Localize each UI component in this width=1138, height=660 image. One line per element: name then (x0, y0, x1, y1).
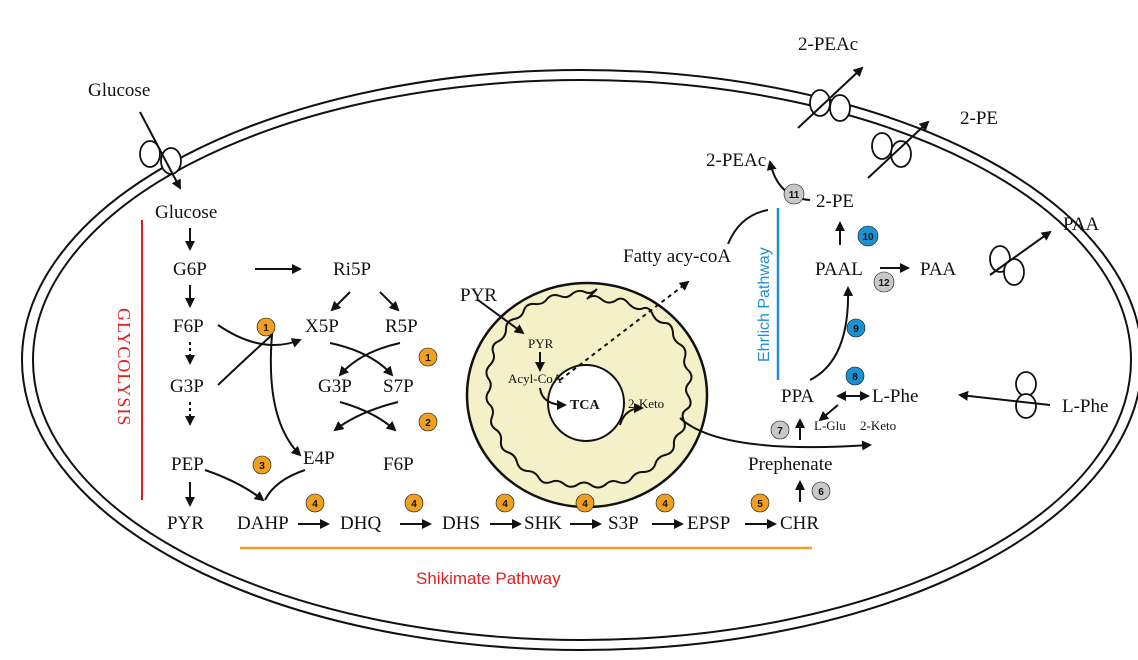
label-paa-out: PAA (1063, 214, 1100, 235)
enzyme-badge: 4 (575, 493, 595, 513)
transporter-2pe (871, 132, 912, 168)
svg-text:10: 10 (862, 232, 874, 243)
glycolysis-label: GLYCOLYSIS (114, 308, 134, 426)
label-f6p-ppp: F6P (383, 454, 414, 475)
enzyme-badges: 1 1 2 3 4 4 4 4 4 5 6 7 8 9 10 11 12 (252, 183, 895, 513)
svg-text:12: 12 (878, 278, 890, 289)
label-ppa: PPA (781, 386, 814, 407)
enzyme-badge: 12 (873, 271, 895, 293)
label-s7p: S7P (383, 376, 414, 397)
cell-membrane-inner (32, 79, 1132, 641)
label-pyr-mito: PYR (528, 336, 554, 351)
enzyme-badge: 9 (846, 318, 866, 338)
label-e4p: E4P (303, 448, 335, 469)
label-lphe-out: L-Phe (1062, 396, 1108, 417)
label-2pe-in: 2-PE (816, 191, 854, 212)
enzyme-badge: 3 (252, 455, 272, 475)
label-prephenate: Prephenate (748, 454, 832, 475)
enzyme-badge: 10 (857, 225, 879, 247)
svg-text:1: 1 (425, 353, 431, 364)
svg-text:3: 3 (259, 461, 265, 472)
label-ri5p: Ri5P (333, 259, 371, 280)
transporter-2peac (809, 89, 851, 122)
transporter-paa (989, 245, 1025, 286)
svg-text:4: 4 (312, 499, 318, 510)
enzyme-badge: 11 (783, 183, 805, 205)
label-epsp: EPSP (687, 513, 730, 534)
label-acyl-coa: Acyl-CoA (508, 371, 563, 386)
svg-text:4: 4 (582, 499, 588, 510)
label-2keto-cyt: 2-Keto (860, 418, 896, 433)
enzyme-badge: 7 (770, 420, 790, 440)
svg-text:4: 4 (662, 499, 668, 510)
enzyme-badge: 4 (655, 493, 675, 513)
enzyme-badge: 4 (305, 493, 325, 513)
label-pyr-cyt: PYR (460, 285, 497, 306)
label-paa-in: PAA (920, 259, 957, 280)
label-2keto-mito: 2-Keto (628, 396, 664, 411)
svg-text:8: 8 (852, 372, 858, 383)
svg-text:4: 4 (411, 499, 417, 510)
label-x5p: X5P (305, 316, 339, 337)
label-dahp: DAHP (237, 513, 289, 534)
label-g3p-ppp: G3P (318, 376, 352, 397)
shikimate-label: Shikimate Pathway (416, 569, 561, 588)
svg-text:9: 9 (853, 324, 859, 335)
label-lglu: L-Glu (814, 418, 846, 433)
enzyme-badge: 2 (418, 412, 438, 432)
label-paal: PAAL (815, 259, 863, 280)
label-pep: PEP (171, 454, 204, 475)
svg-text:7: 7 (777, 426, 783, 437)
label-r5p: R5P (385, 316, 418, 337)
svg-text:4: 4 (502, 499, 508, 510)
label-2peac-out: 2-PEAc (798, 34, 858, 55)
reaction-arrows (139, 66, 1052, 529)
label-g6p: G6P (173, 259, 207, 280)
cell-membrane-outer (21, 69, 1138, 651)
label-2peac-in: 2-PEAc (706, 150, 766, 171)
label-g3p: G3P (170, 376, 204, 397)
label-s3p: S3P (608, 513, 639, 534)
tca-cycle (547, 364, 625, 442)
label-pyr: PYR (167, 513, 204, 534)
enzyme-badge: 5 (750, 493, 770, 513)
svg-text:2: 2 (425, 418, 431, 429)
label-dhq: DHQ (340, 513, 381, 534)
enzyme-badge: 1 (418, 347, 438, 367)
svg-text:11: 11 (789, 190, 800, 201)
transporter-lphe (1015, 371, 1037, 419)
svg-text:5: 5 (757, 499, 763, 510)
transporter-glucose (139, 140, 182, 175)
enzyme-badge: 4 (404, 493, 424, 513)
enzyme-badge: 6 (811, 481, 831, 501)
enzyme-badge: 4 (495, 493, 515, 513)
label-chr: CHR (780, 513, 819, 534)
svg-text:6: 6 (818, 487, 824, 498)
label-lphe-in: L-Phe (872, 386, 918, 407)
label-glucose-in: Glucose (155, 202, 217, 223)
enzyme-badge: 1 (256, 317, 276, 337)
enzyme-badge: 8 (845, 366, 865, 386)
label-glucose-out: Glucose (88, 80, 150, 101)
mitochondrion-cristae (485, 288, 693, 489)
svg-text:1: 1 (263, 323, 269, 334)
label-f6p: F6P (173, 316, 204, 337)
ehrlich-label: Ehrlich Pathway (756, 247, 773, 362)
label-tca: TCA (570, 398, 600, 413)
label-2pe-out: 2-PE (960, 108, 998, 129)
label-dhs: DHS (442, 513, 480, 534)
label-fatty-acyl-coa: Fatty acy-coA (623, 246, 731, 267)
label-shk: SHK (524, 513, 562, 534)
